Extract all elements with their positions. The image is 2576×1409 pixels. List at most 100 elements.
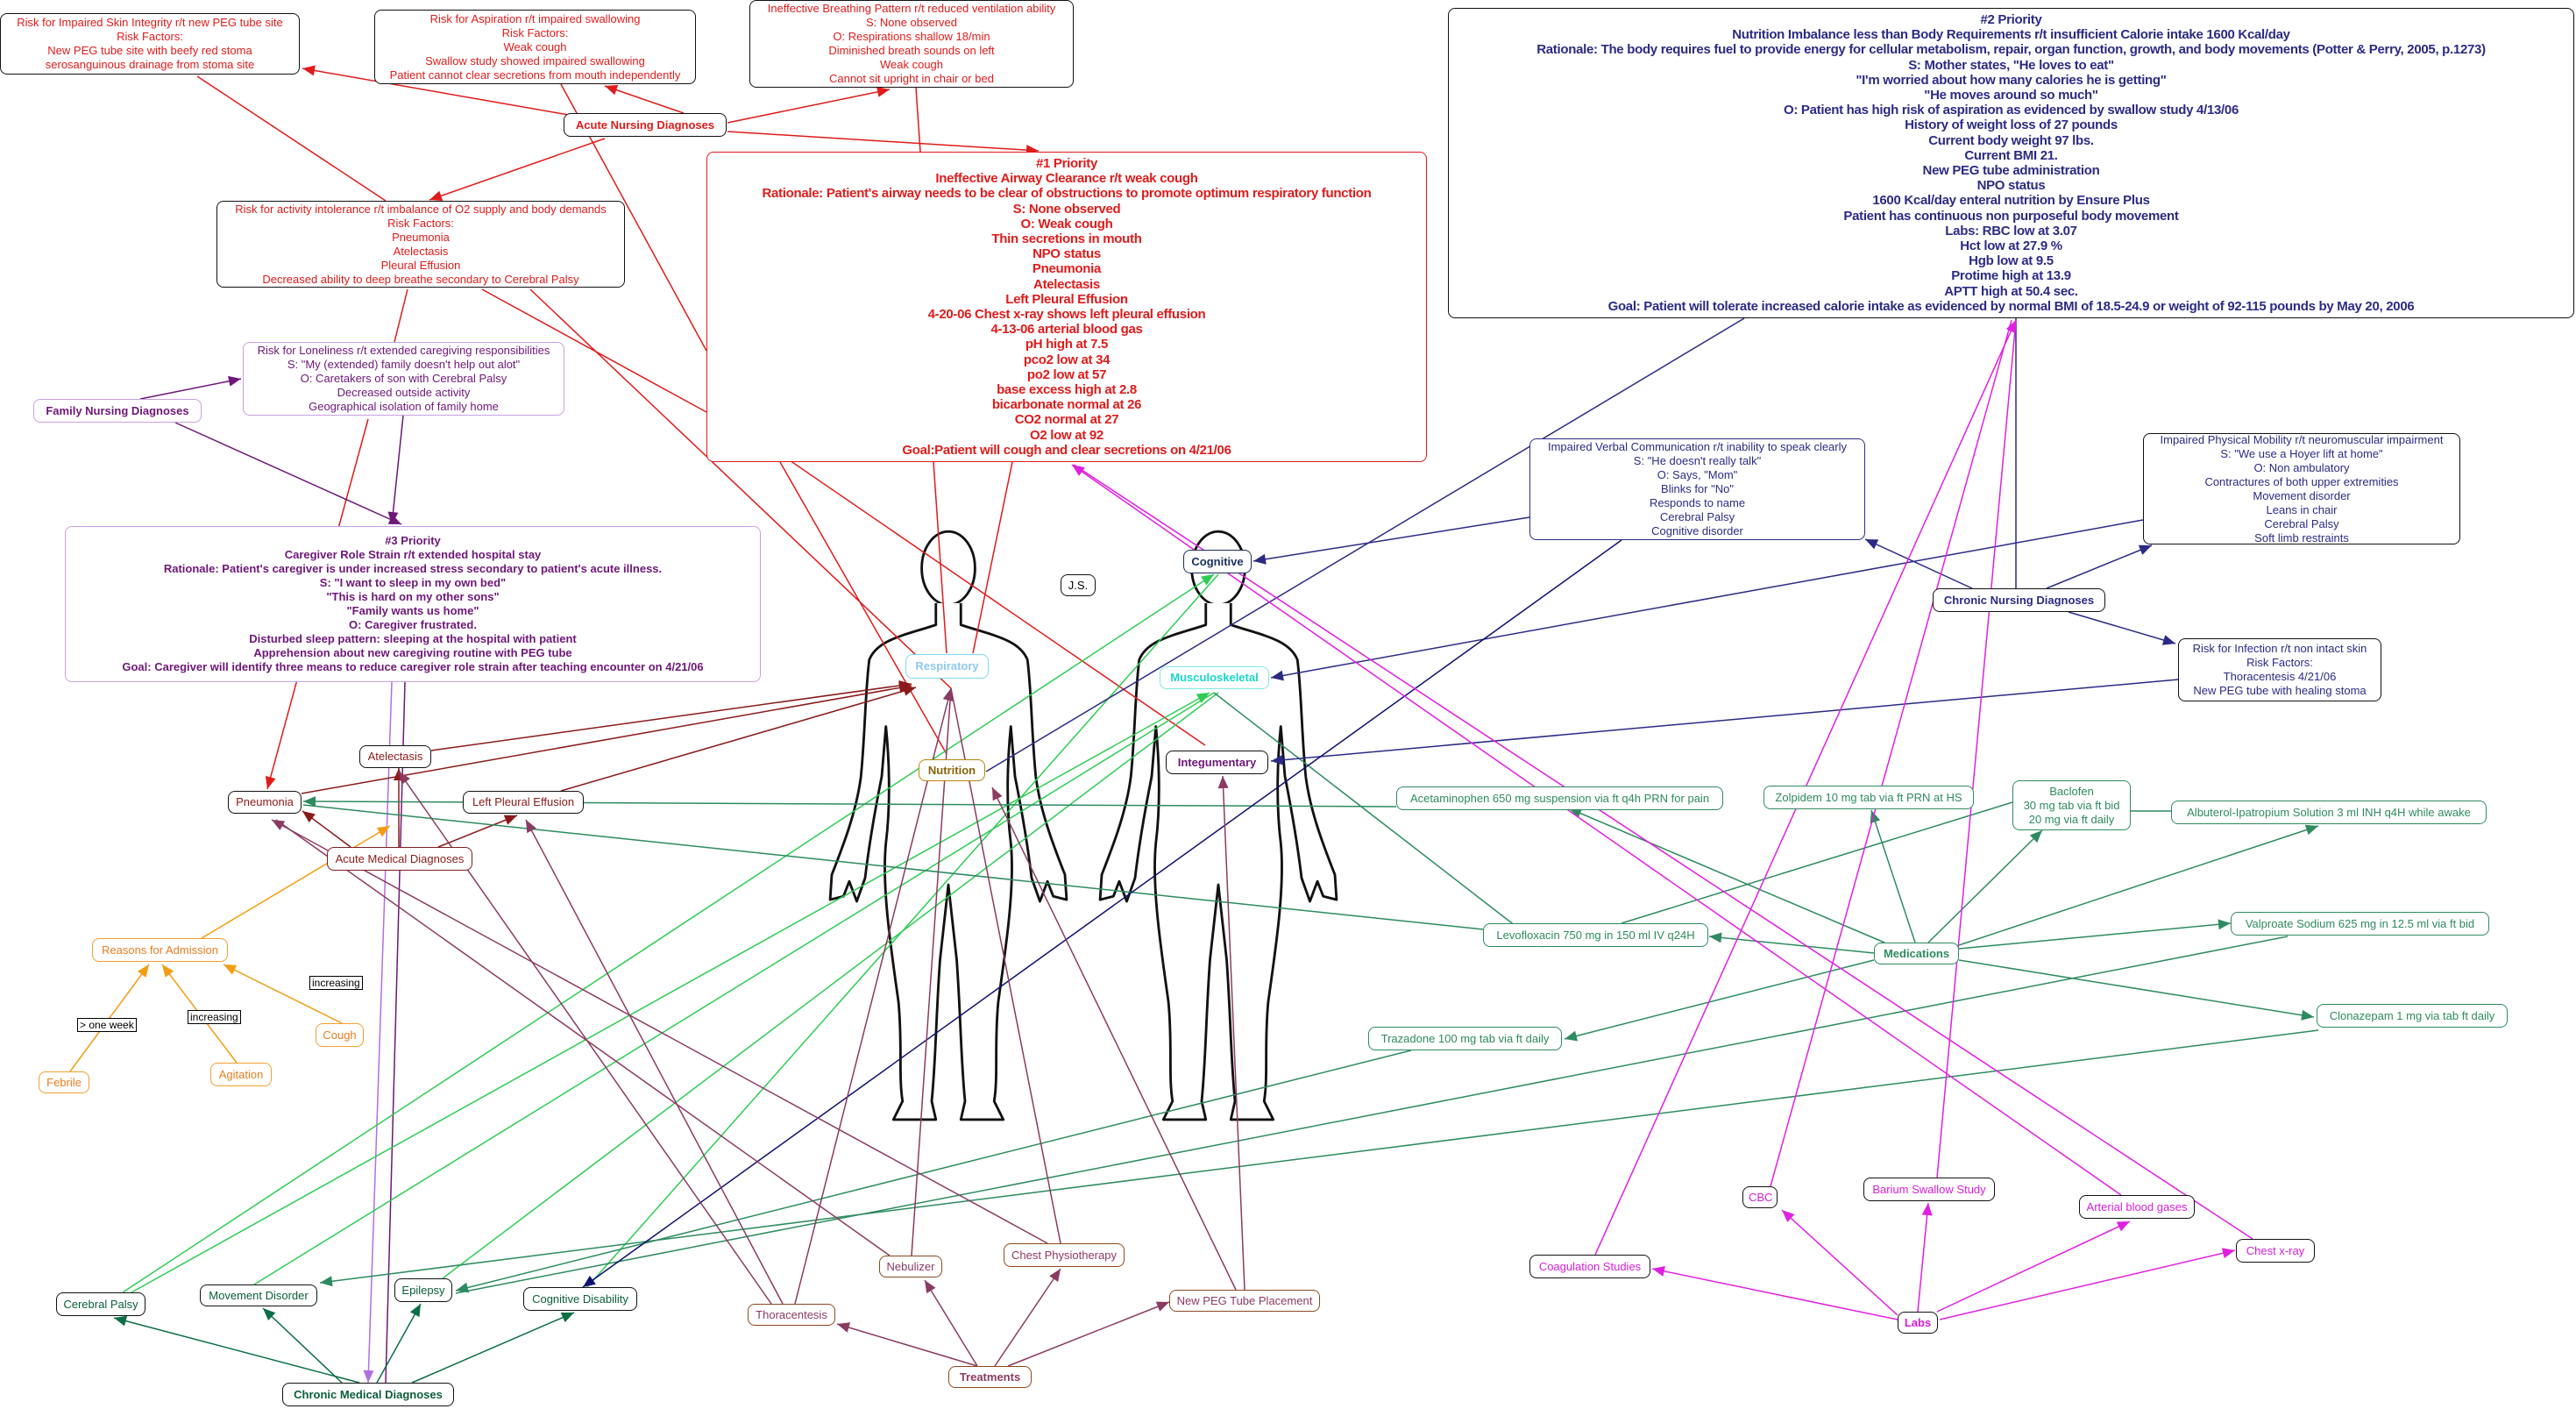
epilepsy-node[interactable]: Epilepsy	[394, 1278, 452, 1302]
node-text-line: O: Says, "Mom"	[1657, 468, 1738, 481]
node-text-line: Leans in chair	[2266, 502, 2338, 516]
cognitive-system-node[interactable]: Cognitive	[1183, 550, 1252, 573]
lab-chest-xray[interactable]: Chest x-ray	[2236, 1239, 2315, 1263]
link-line	[429, 138, 606, 201]
link-label-agitation: increasing	[188, 1010, 241, 1024]
link-line	[1917, 1202, 1929, 1313]
atelectasis-node[interactable]: Atelectasis	[359, 745, 431, 768]
arrowhead-icon	[1782, 1210, 1795, 1222]
link-line	[196, 75, 387, 202]
activity-intolerance-diagnosis[interactable]: Risk for activity intolerance r/t imbala…	[216, 201, 625, 288]
pneumonia-node[interactable]: Pneumonia	[228, 791, 302, 814]
arrowhead-icon	[1253, 553, 1267, 565]
node-label: Barium Swallow Study	[1872, 1182, 1986, 1196]
arrowhead-icon	[409, 1304, 421, 1318]
treatment-nebulizer[interactable]: Nebulizer	[879, 1256, 942, 1277]
link-line	[367, 681, 393, 1384]
med-clonazepam[interactable]: Clonazepam 1 mg via tab ft daily	[2317, 1004, 2508, 1028]
lab-abg[interactable]: Arterial blood gases	[2079, 1195, 2195, 1219]
med-trazadone[interactable]: Trazadone 100 mg tab via ft daily	[1368, 1027, 1562, 1050]
node-text-line: S: None observed	[865, 16, 958, 29]
arrowhead-icon	[560, 1313, 574, 1323]
febrile-node[interactable]: Febrile	[39, 1071, 89, 1093]
node-text-line: CO2 normal at 27	[1014, 412, 1119, 428]
node-text-line: Atelectasis	[393, 244, 449, 258]
aspiration-diagnosis[interactable]: Risk for Aspiration r/t impaired swallow…	[374, 10, 696, 84]
node-text-line: Ineffective Breathing Pattern r/t reduce…	[767, 2, 1056, 15]
node-text-line: Impaired Physical Mobility r/t neuromusc…	[2160, 432, 2444, 446]
med-levofloxacin[interactable]: Levofloxacin 750 mg in 150 ml IV q24H	[1483, 923, 1708, 947]
verbal-communication-diagnosis[interactable]: Impaired Verbal Communication r/t inabil…	[1529, 438, 1865, 540]
node-text-line: Risk for Loneliness r/t extended caregiv…	[257, 344, 550, 357]
node-text-line: Weak cough	[503, 39, 567, 53]
link-line	[139, 378, 242, 400]
node-text-line: S: Mother states, "He loves to eat"	[1908, 57, 2114, 73]
integumentary-system-node[interactable]: Integumentary	[1166, 751, 1268, 774]
node-text-line: Risk for activity intolerance r/t imbala…	[235, 202, 607, 216]
arrowhead-icon	[303, 796, 316, 808]
cerebral-palsy-node[interactable]: Cerebral Palsy	[56, 1292, 145, 1316]
left-pleural-effusion-node[interactable]: Left Pleural Effusion	[463, 791, 584, 814]
labs-hub[interactable]: Labs	[1898, 1312, 1938, 1334]
link-line	[836, 1323, 978, 1367]
node-label: Cough	[323, 1028, 357, 1042]
family-nursing-diagnoses-hub[interactable]: Family Nursing Diagnoses	[33, 399, 202, 423]
agitation-node[interactable]: Agitation	[210, 1063, 272, 1086]
node-text-line: S: "I want to sleep in my own bed"	[319, 576, 507, 589]
link-line	[560, 687, 917, 792]
nutrition-system-node[interactable]: Nutrition	[919, 759, 985, 781]
acute-nursing-diagnoses-hub[interactable]: Acute Nursing Diagnoses	[564, 113, 727, 137]
breathing-pattern-diagnosis[interactable]: Ineffective Breathing Pattern r/t reduce…	[749, 0, 1074, 88]
link-line	[933, 461, 947, 654]
reasons-for-admission-hub[interactable]: Reasons for Admission	[92, 938, 228, 962]
loneliness-diagnosis[interactable]: Risk for Loneliness r/t extended caregiv…	[243, 342, 564, 416]
lab-barium-swallow[interactable]: Barium Swallow Study	[1863, 1178, 1995, 1201]
link-line	[174, 422, 402, 525]
link-line	[1958, 825, 2319, 946]
cognitive-disability-node[interactable]: Cognitive Disability	[523, 1287, 637, 1311]
treatment-new-peg-tube[interactable]: New PEG Tube Placement	[1169, 1290, 1320, 1312]
link-line	[1270, 679, 2179, 762]
link-line	[394, 288, 408, 343]
node-label: Clonazepam 1 mg via tab ft daily	[2329, 1008, 2495, 1022]
musculoskeletal-system-node[interactable]: Musculoskeletal	[1160, 666, 1269, 689]
node-text-line: S: "We use a Hoyer lift at home"	[2220, 446, 2383, 460]
arrowhead-icon	[2116, 1221, 2130, 1232]
med-albuterol[interactable]: Albuterol-Ipatropium Solution 3 ml INH q…	[2171, 801, 2487, 824]
hub-label: Family Nursing Diagnoses	[46, 403, 189, 417]
treatment-thoracentesis[interactable]: Thoracentesis	[748, 1304, 835, 1326]
lab-coagulation[interactable]: Coagulation Studies	[1529, 1255, 1650, 1278]
movement-disorder-node[interactable]: Movement Disorder	[200, 1284, 317, 1306]
chronic-medical-diagnoses-hub[interactable]: Chronic Medical Diagnoses	[282, 1383, 454, 1406]
medications-hub[interactable]: Medications	[1874, 943, 1959, 964]
link-line	[794, 687, 952, 1305]
cough-node[interactable]: Cough	[316, 1023, 364, 1047]
patient-initials: J.S.	[1061, 574, 1096, 596]
treatments-hub[interactable]: Treatments	[948, 1366, 1032, 1388]
link-line	[779, 461, 947, 755]
skin-integrity-diagnosis[interactable]: Risk for Impaired Skin Integrity r/t new…	[0, 13, 300, 75]
arrowhead-icon	[1049, 1269, 1061, 1282]
link-line	[1864, 538, 1973, 589]
acute-medical-diagnoses-hub[interactable]: Acute Medical Diagnoses	[327, 847, 472, 871]
link-line	[985, 317, 1745, 772]
lab-cbc[interactable]: CBC	[1742, 1186, 1778, 1208]
med-zolpidem[interactable]: Zolpidem 10 mg tab via ft PRN at HS	[1763, 786, 1974, 809]
treatment-chest-physiotherapy[interactable]: Chest Physiotherapy	[1004, 1243, 1125, 1267]
arrowhead-icon	[992, 787, 1003, 801]
med-acetaminophen[interactable]: Acetaminophen 650 mg suspension via ft q…	[1396, 786, 1723, 810]
node-label: Febrile	[46, 1075, 82, 1089]
physical-mobility-diagnosis[interactable]: Impaired Physical Mobility r/t neuromusc…	[2143, 433, 2460, 544]
link-line	[991, 786, 1237, 1291]
node-text-line: Hct low at 27.9 %	[1960, 238, 2062, 254]
med-valproate[interactable]: Valproate Sodium 625 mg in 12.5 ml via f…	[2231, 912, 2489, 936]
node-text-line: Contractures of both upper extremities	[2204, 474, 2399, 488]
link-line	[994, 1268, 1061, 1367]
chronic-nursing-diagnoses-hub[interactable]: Chronic Nursing Diagnoses	[1933, 588, 2105, 612]
respiratory-system-node[interactable]: Respiratory	[905, 654, 989, 679]
